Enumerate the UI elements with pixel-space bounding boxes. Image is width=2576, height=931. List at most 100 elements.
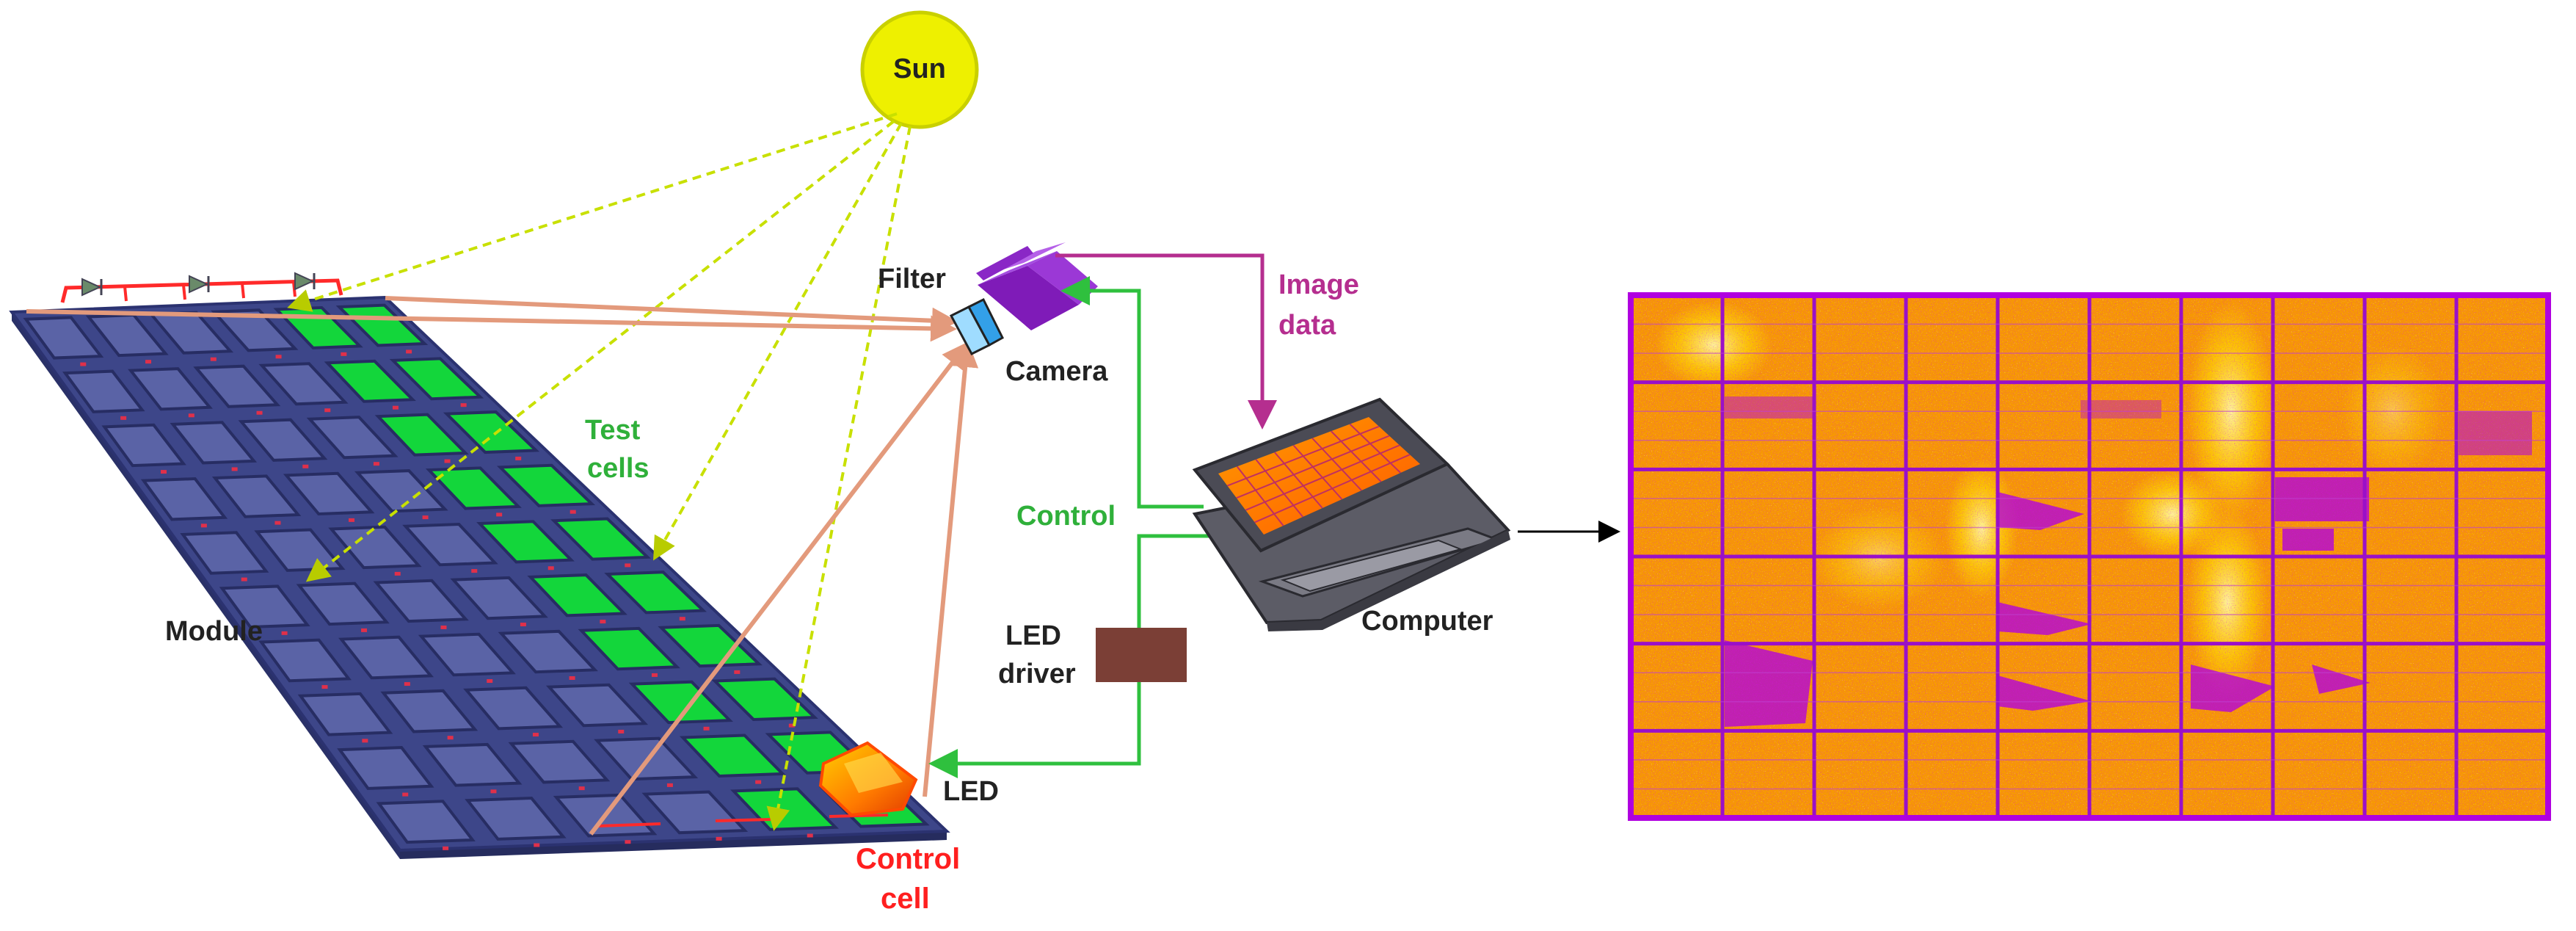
module-cell	[85, 313, 169, 358]
cell-interconnect	[716, 836, 722, 841]
led-source: LED	[818, 741, 999, 817]
cell-interconnect	[256, 410, 263, 415]
control-cell-label-line2: cell	[881, 883, 930, 915]
cell-interconnect	[679, 617, 685, 621]
module-cell	[180, 531, 269, 575]
cell-interconnect	[402, 792, 409, 797]
cell-interconnect	[666, 783, 673, 787]
cell-interconnect	[373, 462, 379, 466]
cell-interconnect	[471, 569, 478, 573]
cell-interconnect	[532, 733, 539, 737]
screen-gridline	[1331, 430, 1382, 482]
module-cell	[211, 308, 299, 352]
cell-interconnect	[440, 625, 447, 629]
diode-icon	[189, 275, 210, 294]
screen-gridline	[1255, 459, 1304, 518]
sun-label: Sun	[893, 54, 946, 84]
cell-interconnect	[618, 729, 625, 733]
cell-interconnect	[120, 416, 127, 420]
test-cell	[658, 623, 763, 668]
sun: Sun	[860, 10, 979, 129]
cell-interconnect	[807, 833, 813, 838]
cell-interconnect	[547, 566, 554, 570]
module-cell	[297, 692, 393, 736]
cell-interconnect	[520, 623, 526, 627]
cell-interconnect	[161, 470, 167, 474]
test-cell	[443, 410, 540, 454]
module-cell	[422, 742, 523, 787]
test-cell	[527, 573, 627, 617]
screen-gridline	[1254, 454, 1411, 524]
module-cell	[380, 689, 479, 733]
module-cell	[498, 629, 598, 674]
screen-gridline	[1274, 452, 1323, 509]
cell-interconnect	[600, 620, 606, 624]
filter-icon	[949, 297, 1004, 355]
cell-interconnect	[788, 723, 795, 728]
cell-interconnect	[362, 739, 368, 743]
led-driver: LED driver	[998, 620, 1187, 689]
cell-interconnect	[210, 357, 217, 361]
bypass-diodes	[60, 272, 343, 303]
module-cell	[306, 416, 399, 460]
solar-module	[9, 272, 950, 859]
module-cell	[450, 576, 548, 620]
module-cell	[101, 423, 186, 468]
screen-gridline	[1236, 466, 1284, 526]
led-label: LED	[943, 776, 999, 807]
led-driver-label-line2: driver	[998, 659, 1076, 689]
module-cell	[373, 579, 469, 623]
cell-interconnect	[515, 456, 522, 460]
filter-label: Filter	[878, 264, 946, 294]
module-cell	[23, 316, 104, 360]
module-cell	[418, 632, 516, 677]
test-cell	[711, 677, 818, 721]
cell-interconnect	[625, 840, 631, 844]
screen-gridline	[1236, 435, 1390, 499]
test-cell	[324, 359, 416, 403]
module-cell	[283, 471, 375, 516]
module-cell	[219, 584, 310, 629]
module-cell	[140, 477, 228, 521]
module-cell	[296, 582, 390, 626]
module-cell	[258, 362, 349, 406]
cell-interconnect	[145, 360, 152, 364]
test-cells-label-line2: cells	[587, 453, 650, 484]
cell-interconnect	[318, 574, 324, 579]
module-cell	[258, 638, 352, 683]
test-cell	[425, 466, 522, 510]
cell-interconnect	[349, 518, 355, 522]
cell-interconnect	[80, 362, 87, 366]
emission-rays	[26, 296, 979, 836]
cell-interconnect	[460, 403, 467, 407]
module-cell	[463, 686, 564, 731]
test-cell	[335, 303, 429, 347]
test-cell	[550, 517, 652, 561]
image-data-label-line2: data	[1278, 310, 1336, 341]
test-cell	[374, 413, 469, 457]
module-cell	[238, 418, 328, 462]
module-label: Module	[165, 616, 263, 647]
cell-interconnect	[422, 515, 429, 520]
cell-interconnect	[569, 675, 575, 680]
module-cell	[328, 525, 422, 570]
cell-interconnect	[496, 512, 503, 517]
screen-gridline	[1227, 425, 1380, 487]
cell-interconnect	[443, 846, 449, 850]
module-cell	[402, 522, 498, 567]
el-cell-grid	[1631, 295, 2548, 818]
module-cell	[354, 469, 448, 513]
cell-interconnect	[281, 631, 288, 635]
cell-interconnect	[406, 349, 412, 354]
camera-label: Camera	[1005, 356, 1108, 387]
sun-icon	[860, 10, 979, 129]
cell-interconnect	[447, 736, 454, 740]
cell-interconnect	[444, 459, 451, 463]
cell-interconnect	[703, 726, 710, 731]
screen-gridline	[1349, 423, 1402, 474]
sun-rays	[287, 112, 912, 831]
cell-interconnect	[361, 628, 368, 632]
cell-interconnect	[570, 510, 576, 514]
cell-interconnect	[490, 789, 497, 794]
test-cell	[578, 626, 680, 671]
